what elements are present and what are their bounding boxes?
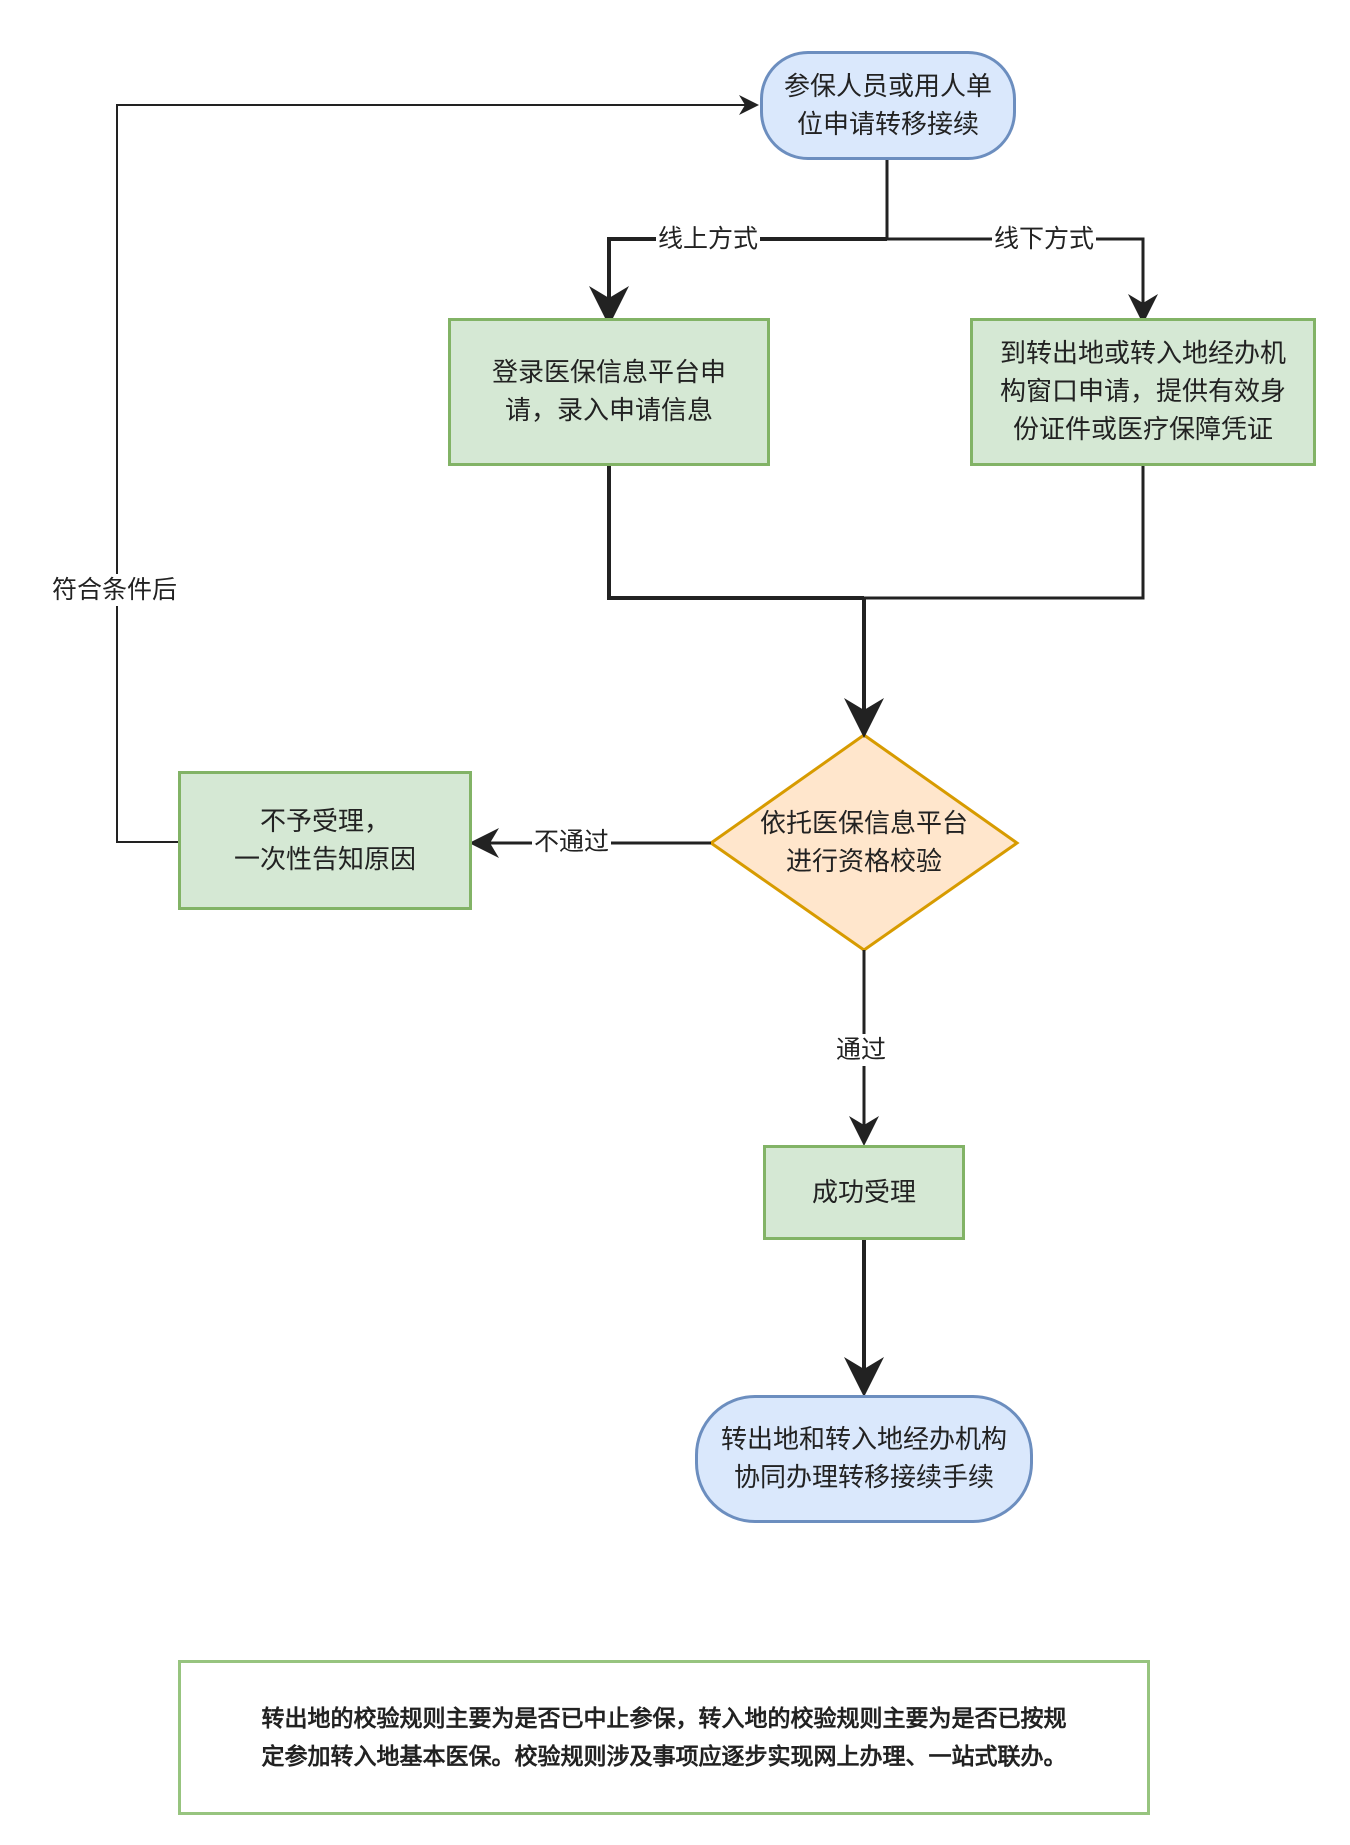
edge-offline bbox=[887, 237, 1158, 324]
edge-online-merge bbox=[607, 466, 864, 600]
note-box: 转出地的校验规则主要为是否已中止参保，转入地的校验规则主要为是否已按规 定参加转… bbox=[178, 1660, 1150, 1815]
check-node-label-wrap: 依托医保信息平台 进行资格校验 bbox=[740, 790, 988, 896]
offline-apply-node: 到转出地或转入地经办机 构窗口申请，提供有效身 份证件或医疗保障凭证 bbox=[970, 318, 1316, 466]
edge-online bbox=[589, 237, 887, 326]
start-node: 参保人员或用人单 位申请转移接续 bbox=[760, 51, 1016, 160]
accept-node: 成功受理 bbox=[763, 1145, 965, 1240]
note-text: 转出地的校验规则主要为是否已中止参保，转入地的校验规则主要为是否已按规 定参加转… bbox=[261, 1705, 1067, 1770]
check-node-label: 依托医保信息平台 进行资格校验 bbox=[759, 809, 968, 877]
reject-node-label: 不予受理， 一次性告知原因 bbox=[233, 806, 416, 875]
end-node: 转出地和转入地经办机构 协同办理转移接续手续 bbox=[695, 1395, 1033, 1523]
online-apply-node: 登录医保信息平台申 请，录入申请信息 bbox=[448, 318, 770, 466]
edge-label-retry: 符合条件后 bbox=[50, 574, 180, 606]
end-node-label: 转出地和转入地经办机构 协同办理转移接续手续 bbox=[720, 1425, 1007, 1493]
online-apply-label: 登录医保信息平台申 请，录入申请信息 bbox=[491, 358, 726, 426]
edge-label-offline: 线下方式 bbox=[992, 223, 1097, 255]
start-node-label: 参保人员或用人单 位申请转移接续 bbox=[783, 71, 992, 140]
edge-offline-merge bbox=[864, 466, 1145, 600]
edge-label-pass: 通过 bbox=[834, 1034, 889, 1066]
edge-label-fail: 不通过 bbox=[532, 826, 612, 858]
edge-label-online: 线上方式 bbox=[656, 223, 761, 255]
reject-node: 不予受理， 一次性告知原因 bbox=[178, 771, 472, 910]
accept-node-label: 成功受理 bbox=[811, 1177, 916, 1208]
edge-retry bbox=[116, 95, 759, 843]
offline-apply-label: 到转出地或转入地经办机 构窗口申请，提供有效身 份证件或医疗保障凭证 bbox=[999, 339, 1286, 445]
